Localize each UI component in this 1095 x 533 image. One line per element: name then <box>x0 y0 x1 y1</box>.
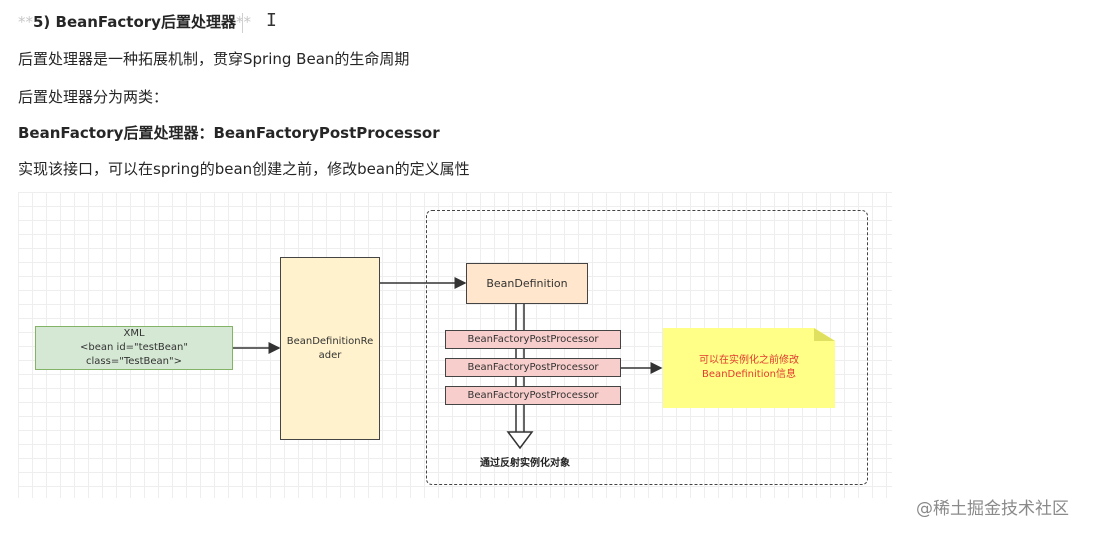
paragraph-desc: 实现该接口，可以在spring的bean创建之前，修改bean的定义属性 <box>18 160 470 178</box>
heading-text: 5) BeanFactory后置处理器 <box>33 13 236 31</box>
xml-label: XML <box>123 328 145 339</box>
text-caret <box>242 13 243 33</box>
bean-factory-post-processor-1: BeanFactoryPostProcessor <box>445 330 621 349</box>
section-heading: **5) BeanFactory后置处理器** <box>18 11 251 32</box>
paragraph-types: 后置处理器分为两类： <box>18 88 169 106</box>
note-line-1: 可以在实例化之前修改 <box>699 355 799 366</box>
bean-factory-post-processor-3: BeanFactoryPostProcessor <box>445 386 621 405</box>
md-bold-prefix: ** <box>18 13 33 31</box>
note-line-2: BeanDefinition信息 <box>702 369 796 380</box>
xml-box: XML <bean id="testBean" class="TestBean"… <box>35 326 233 370</box>
text-cursor-icon: I <box>266 10 277 31</box>
bean-definition-reader-box: BeanDefinitionReader <box>280 257 380 440</box>
container-dashed-box <box>426 210 868 485</box>
reflection-instantiate-label: 通过反射实例化对象 <box>480 458 570 469</box>
xml-bean-tag: <bean id="testBean" class="TestBean"> <box>80 342 188 367</box>
note-box: 可以在实例化之前修改 BeanDefinition信息 <box>663 328 835 408</box>
md-bold-suffix: ** <box>235 13 251 31</box>
hollow-down-arrow <box>506 431 534 450</box>
paragraph-bf-title: BeanFactory后置处理器：BeanFactoryPostProcesso… <box>18 124 440 142</box>
bean-factory-post-processor-2: BeanFactoryPostProcessor <box>445 358 621 377</box>
flow-diagram: XML <bean id="testBean" class="TestBean"… <box>18 192 892 498</box>
bean-definition-box: BeanDefinition <box>466 263 588 304</box>
watermark: @稀土掘金技术社区 <box>916 499 1069 519</box>
paragraph-intro: 后置处理器是一种拓展机制，贯穿Spring Bean的生命周期 <box>18 50 410 68</box>
